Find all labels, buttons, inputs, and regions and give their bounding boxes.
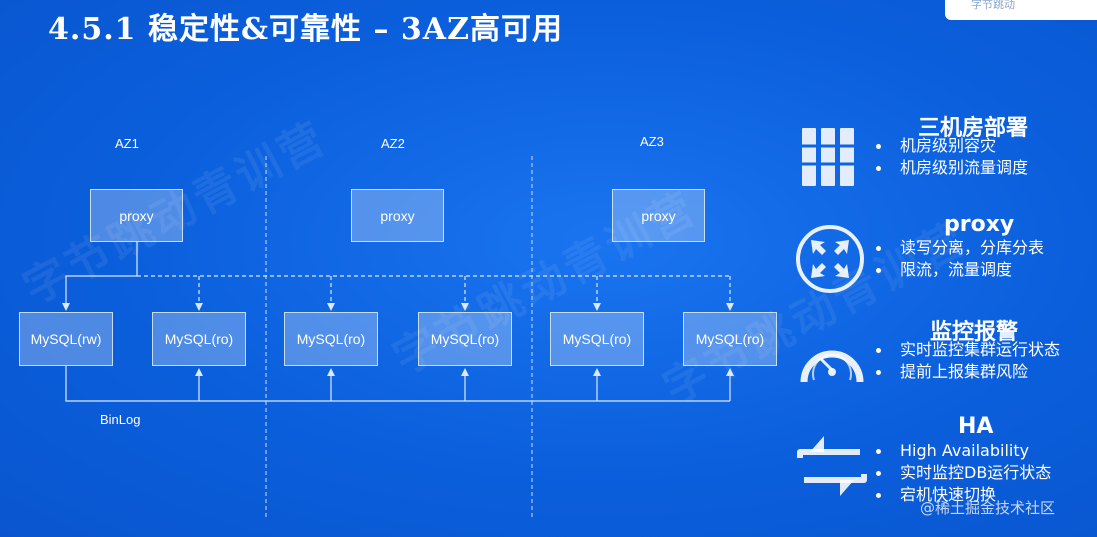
- az-label: AZ3: [640, 134, 664, 149]
- feature-bullet: 提前上报集群风险: [872, 361, 1060, 383]
- feature-bullet: 机房级别流量调度: [872, 157, 1028, 179]
- feature-title: proxy: [944, 212, 1015, 237]
- feature-bullet: 限流，流量调度: [872, 259, 1044, 281]
- mysql-node: MySQL(ro): [152, 312, 246, 366]
- feature-bullet: 读写分离，分库分表: [872, 237, 1044, 259]
- feature-title: 监控报警: [930, 320, 1019, 345]
- az-label: AZ2: [381, 136, 405, 151]
- mysql-node: MySQL(rw): [19, 312, 113, 366]
- switch-arrows-icon: [797, 436, 867, 496]
- mysql-node: MySQL(ro): [683, 312, 777, 366]
- gauge-icon: [800, 350, 864, 383]
- az-label: AZ1: [115, 136, 139, 151]
- proxy-node: proxy: [612, 189, 705, 242]
- feature-bullets: 实时监控集群运行状态 提前上报集群风险: [872, 339, 1060, 383]
- feature-title: 三机房部署: [918, 116, 1029, 141]
- feature-bullet: 宕机快速切换: [872, 484, 1051, 506]
- page-title: 4.5.1 稳定性&可靠性 – 3AZ高可用: [48, 12, 563, 47]
- feature-bullets: 机房级别容灾 机房级别流量调度: [872, 135, 1028, 179]
- proxy-arrows-icon: [796, 225, 864, 293]
- proxy-to-rw-connector: [62, 242, 138, 311]
- proxy-node: proxy: [351, 189, 444, 242]
- feature-bullets: High Availability 实时监控DB运行状态 宕机快速切换: [872, 440, 1051, 506]
- feature-bullets: 读写分离，分库分表 限流，流量调度: [872, 237, 1044, 281]
- mysql-node: MySQL(ro): [284, 312, 378, 366]
- footer-watermark: @稀土掘金技术社区: [920, 499, 1056, 517]
- binlog-connector: [65, 366, 730, 402]
- brand-logo-text: 字节跳动: [971, 0, 1015, 11]
- feature-title: HA: [958, 414, 994, 439]
- server-rack-icon: [802, 128, 854, 186]
- brand-logo: 字节跳动: [945, 0, 1097, 20]
- mysql-node: MySQL(ro): [418, 312, 512, 366]
- feature-bullet: 实时监控集群运行状态: [872, 339, 1060, 361]
- mysql-node: MySQL(ro): [550, 312, 644, 366]
- feature-bullet: 实时监控DB运行状态: [872, 462, 1051, 484]
- feature-bullet: 机房级别容灾: [872, 135, 1028, 157]
- feature-bullet: High Availability: [872, 440, 1051, 462]
- binlog-label: BinLog: [100, 412, 141, 427]
- proxy-node: proxy: [90, 189, 183, 242]
